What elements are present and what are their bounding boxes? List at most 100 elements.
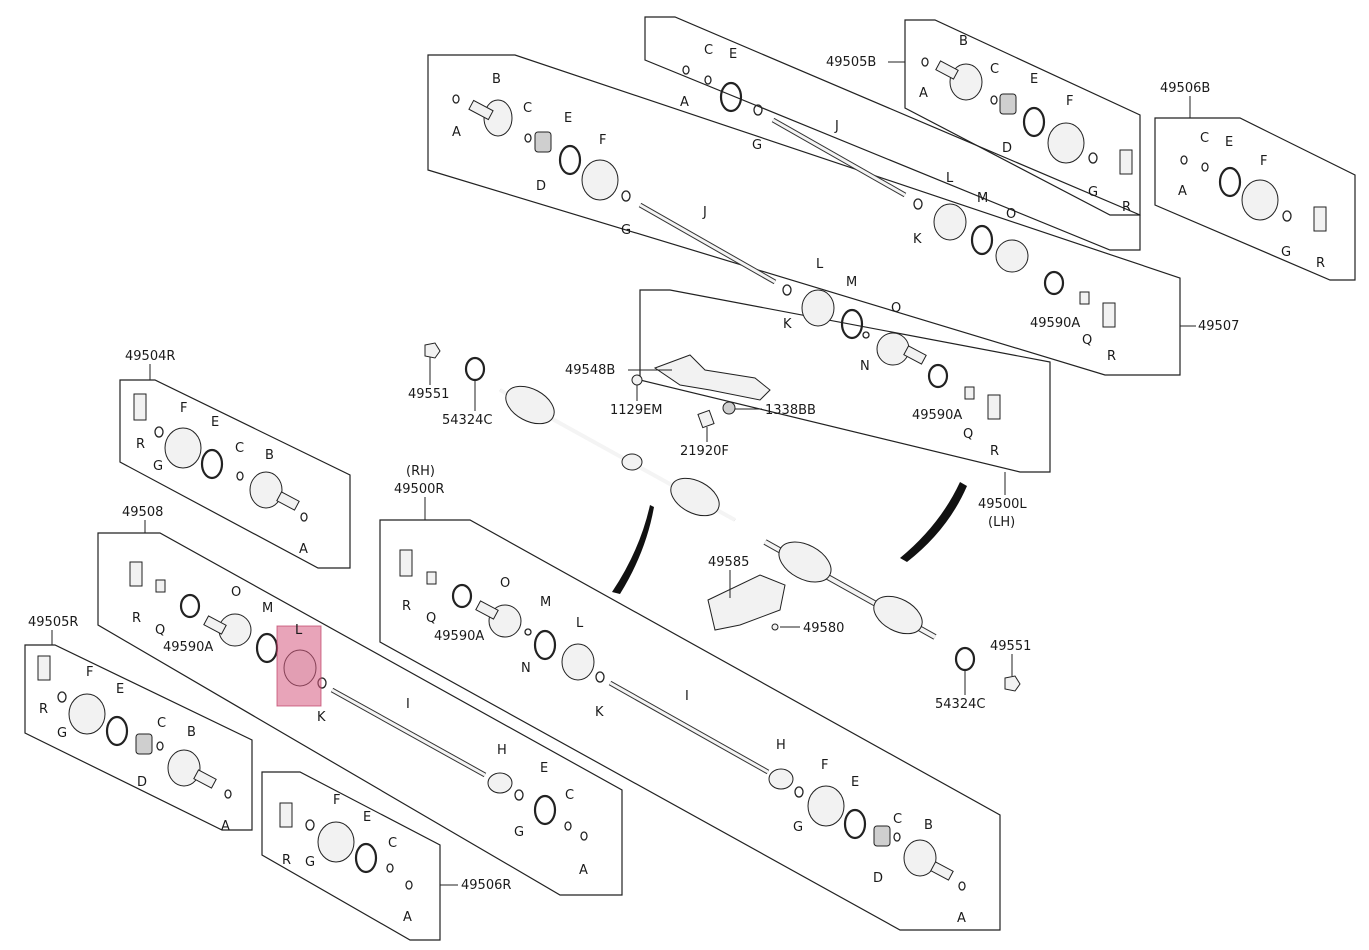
svg-text:R: R (136, 437, 145, 452)
svg-text:G: G (793, 820, 803, 835)
center-inner-joint (778, 541, 832, 583)
panel-49504R-labels: R G F E C B A (136, 401, 308, 557)
svg-text:B: B (265, 448, 274, 463)
svg-text:M: M (540, 595, 551, 610)
nut-49551-top (424, 342, 441, 359)
svg-text:D: D (1002, 141, 1012, 156)
svg-text:G: G (57, 726, 67, 741)
svg-text:G: G (1281, 245, 1291, 260)
cover-49585 (707, 574, 786, 631)
svg-text:D: D (536, 179, 546, 194)
svg-text:B: B (959, 34, 968, 49)
panel-49506B-parts (1180, 155, 1327, 232)
svg-text:E: E (1030, 72, 1038, 87)
nut-49551-bottom (1004, 675, 1021, 692)
seal-54324C-top (464, 356, 486, 382)
panel-49505R-labels: R G F E C B D A (39, 665, 230, 834)
svg-text:O: O (231, 585, 241, 600)
svg-text:E: E (211, 415, 219, 430)
panel-49500R-parts (399, 549, 966, 891)
svg-text:R: R (1122, 200, 1131, 215)
svg-text:A: A (452, 125, 461, 140)
lh-outer-boot (505, 385, 555, 425)
label-49500R-side: (RH) (406, 464, 435, 479)
highlight-part-L[interactable] (276, 625, 322, 707)
svg-text:R: R (402, 599, 411, 614)
svg-text:C: C (990, 62, 999, 77)
svg-text:O: O (1006, 207, 1016, 222)
lh-inner-boot (670, 477, 720, 517)
svg-text:A: A (299, 542, 308, 557)
panel-49506R-parts (279, 802, 413, 890)
svg-text:K: K (595, 705, 604, 720)
panel-49508-parts (129, 561, 588, 841)
svg-text:C: C (565, 788, 574, 803)
panel-49505B-top (644, 16, 1141, 251)
svg-text:H: H (497, 743, 507, 758)
svg-text:49590A: 49590A (912, 408, 962, 423)
svg-text:G: G (305, 855, 315, 870)
panel-49507-labels: A B C D E F G J K L M N O 49590A Q R (452, 72, 999, 459)
svg-text:F: F (1260, 154, 1267, 169)
svg-text:G: G (752, 138, 762, 153)
svg-text:O: O (500, 576, 510, 591)
label-49580: 49580 (803, 621, 844, 636)
svg-text:C: C (893, 812, 902, 827)
svg-text:K: K (317, 710, 326, 725)
panel-49506B (1154, 117, 1356, 281)
lh-axle-assembly (499, 385, 736, 522)
panel-49504R (119, 379, 351, 569)
svg-text:C: C (235, 441, 244, 456)
svg-text:B: B (492, 72, 501, 87)
svg-text:J: J (834, 119, 839, 134)
panel-outlines (24, 16, 1356, 941)
divider-arc-left (612, 505, 654, 594)
label-49548B: 49548B (565, 363, 615, 378)
label-49505R: 49505R (28, 615, 78, 630)
svg-text:A: A (1178, 184, 1187, 199)
svg-text:E: E (564, 111, 572, 126)
label-49508: 49508 (122, 505, 163, 520)
label-49504R: 49504R (125, 349, 175, 364)
svg-text:I: I (685, 689, 689, 704)
label-49506R: 49506R (461, 878, 511, 893)
divider-arc-right (900, 482, 967, 562)
svg-text:K: K (913, 232, 922, 247)
svg-text:G: G (514, 825, 524, 840)
panel-49507 (427, 54, 1181, 376)
group-labels: 49505B 49506B 49507 49500L (LH) 49504R 4… (28, 55, 1239, 893)
svg-text:49590A: 49590A (434, 629, 484, 644)
svg-text:F: F (821, 758, 828, 773)
svg-text:F: F (180, 401, 187, 416)
svg-text:E: E (116, 682, 124, 697)
svg-text:I: I (406, 697, 410, 712)
svg-text:A: A (680, 95, 689, 110)
svg-text:E: E (1225, 135, 1233, 150)
svg-text:49590A: 49590A (163, 640, 213, 655)
svg-text:C: C (1200, 131, 1209, 146)
panel-49505B-labels: A C E G J K L M O 49590A Q R A B C D E F… (680, 34, 1131, 364)
svg-text:R: R (282, 853, 291, 868)
svg-text:D: D (137, 775, 147, 790)
bracket-49548B (653, 354, 771, 401)
svg-text:C: C (704, 43, 713, 58)
svg-text:C: C (523, 101, 532, 116)
svg-text:N: N (860, 359, 870, 374)
svg-text:Q: Q (963, 427, 973, 442)
panel-49500R-labels: R Q 49590A O M N L K I H F E G C B D A (402, 576, 966, 926)
svg-text:L: L (295, 623, 303, 638)
panel-49505R (24, 644, 253, 831)
panel-49505B-parts (682, 57, 1133, 328)
svg-text:K: K (783, 317, 792, 332)
panel-49507-parts (452, 94, 1001, 420)
panel-49505B-inner (904, 19, 1141, 216)
svg-text:A: A (221, 819, 230, 834)
label-49507: 49507 (1198, 319, 1239, 334)
svg-text:G: G (153, 459, 163, 474)
svg-text:A: A (919, 86, 928, 101)
panel-49500R (379, 519, 1001, 931)
seal-54324C-bottom (954, 646, 976, 672)
svg-text:H: H (776, 738, 786, 753)
svg-text:L: L (816, 257, 824, 272)
